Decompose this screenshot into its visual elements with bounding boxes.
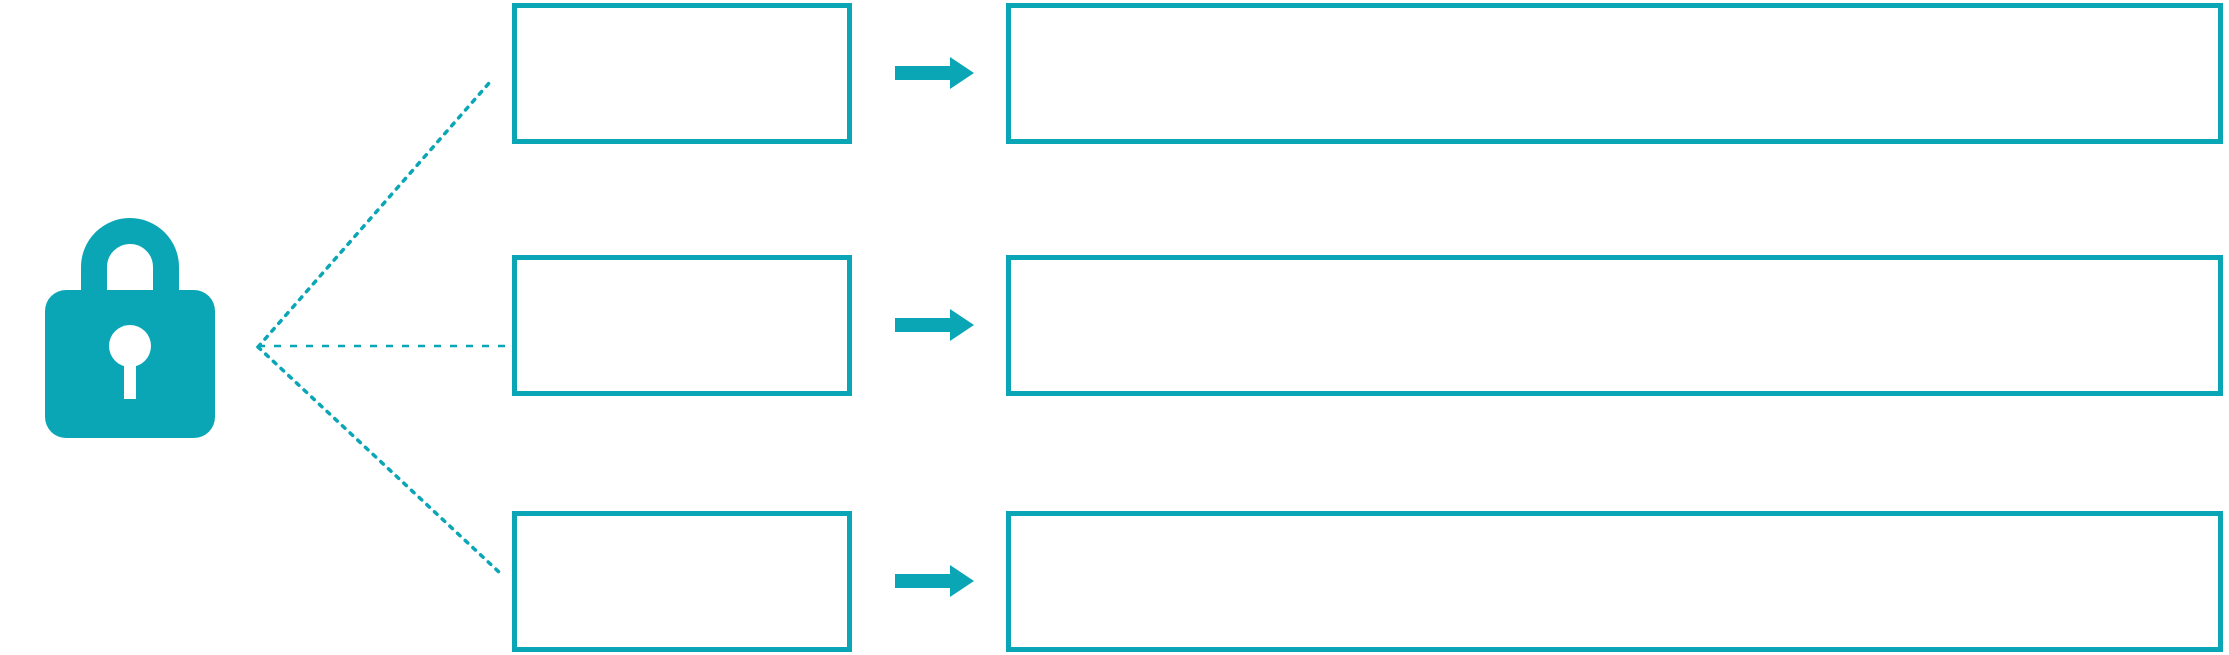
right-arrow-icon bbox=[895, 57, 974, 89]
source-box-1 bbox=[512, 3, 852, 144]
keyhole-icon bbox=[109, 325, 151, 367]
source-box-3 bbox=[512, 511, 852, 652]
right-arrow-icon bbox=[895, 565, 974, 597]
right-arrow-icon bbox=[895, 309, 974, 341]
dotted-line-bottom bbox=[256, 345, 502, 575]
keyhole-stem bbox=[124, 357, 136, 399]
dotted-line-top bbox=[256, 80, 492, 349]
lock-icon bbox=[45, 218, 215, 438]
source-box-2 bbox=[512, 255, 852, 396]
lock-shackle bbox=[81, 218, 179, 316]
target-box-3 bbox=[1006, 511, 2223, 652]
target-box-1 bbox=[1006, 3, 2223, 144]
target-box-2 bbox=[1006, 255, 2223, 396]
